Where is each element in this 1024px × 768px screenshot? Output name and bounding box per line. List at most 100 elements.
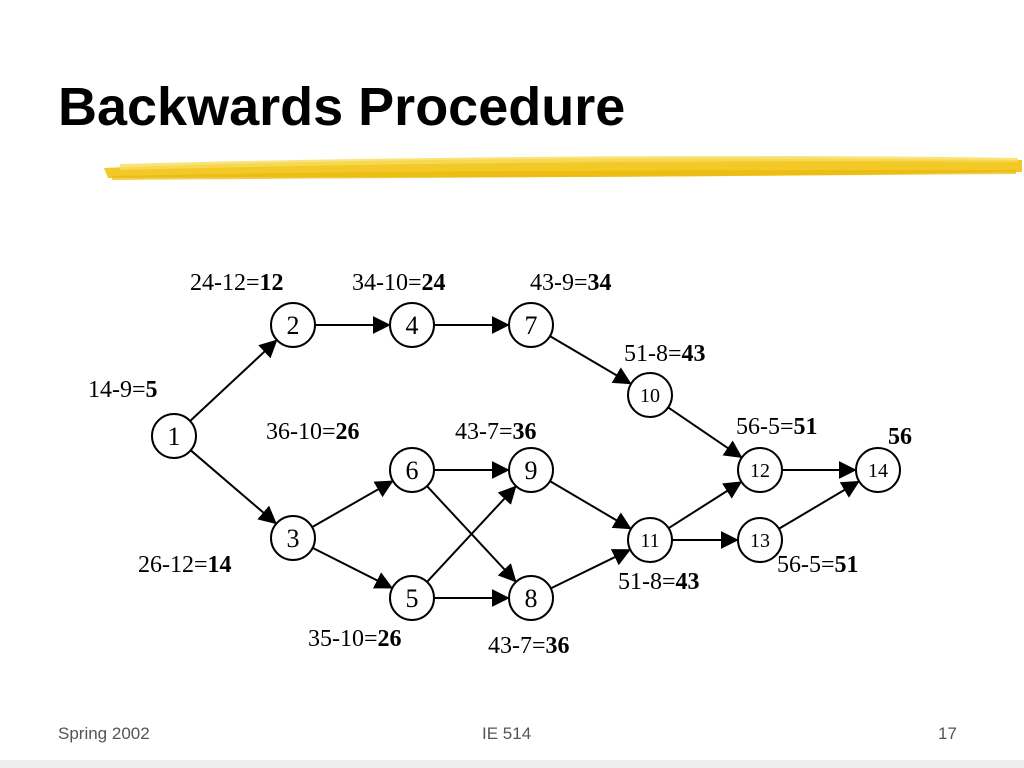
node-2: 2 (270, 302, 316, 348)
annotation-node-13: 56-5=51 (777, 552, 859, 578)
annotation-expr-2: 24-12= (190, 270, 260, 296)
annotation-expr-1: 14-9= (88, 377, 146, 403)
node-circle-14 (855, 447, 901, 493)
node-label-6: 6 (406, 456, 419, 485)
node-circle-7 (508, 302, 554, 348)
annotation-expr-3: 26-12= (138, 552, 208, 578)
node-label-10: 10 (640, 385, 660, 407)
footer-page-number: 17 (938, 724, 957, 743)
edge-3-6 (311, 480, 394, 528)
node-4: 4 (389, 302, 435, 348)
node-label-12: 12 (750, 460, 770, 482)
node-circle-5 (389, 575, 435, 621)
title-highlight-stroke (104, 156, 1022, 180)
node-circle-12 (737, 447, 783, 493)
node-label-2: 2 (287, 311, 300, 340)
node-10: 10 (627, 372, 673, 418)
node-11: 11 (627, 517, 673, 563)
node-label-3: 3 (287, 524, 300, 553)
annotation-result-9: 36 (513, 419, 537, 445)
node-circle-13 (737, 517, 783, 563)
annotation-result-1: 5 (146, 377, 158, 403)
node-9: 9 (508, 447, 554, 493)
annotation-node-11: 51-8=43 (618, 569, 700, 595)
node-label-1: 1 (168, 422, 181, 451)
annotation-node-3: 26-12=14 (138, 552, 232, 578)
node-label-5: 5 (406, 584, 419, 613)
node-12: 12 (737, 447, 783, 493)
node-1: 1 (151, 413, 197, 459)
annotation-result-11: 43 (676, 569, 700, 595)
node-circle-2 (270, 302, 316, 348)
node-3: 3 (270, 515, 316, 561)
node-label-8: 8 (525, 584, 538, 613)
annotation-result-2: 12 (260, 270, 284, 296)
footer-course: IE 514 (482, 724, 532, 743)
node-label-7: 7 (525, 311, 538, 340)
node-label-4: 4 (406, 311, 419, 340)
annotation-result-12: 51 (794, 414, 818, 440)
node-14: 14 (855, 447, 901, 493)
annotation-node-7: 43-9=34 (530, 270, 612, 296)
edge-10-12 (667, 406, 743, 459)
annotation-node-10: 51-8=43 (624, 341, 706, 367)
edge-1-2 (189, 339, 278, 422)
annotation-node-4: 34-10=24 (352, 270, 446, 296)
annotation-result-4: 24 (422, 270, 446, 296)
node-circle-6 (389, 447, 435, 493)
node-7: 7 (508, 302, 554, 348)
node-circle-8 (508, 575, 554, 621)
annotation-node-8: 43-7=36 (488, 633, 570, 659)
node-label-14: 14 (868, 460, 888, 482)
edge-8-11 (550, 549, 631, 590)
slide-title: Backwards Procedure (58, 77, 626, 137)
annotation-result-10: 43 (682, 341, 706, 367)
node-label-11: 11 (640, 530, 659, 552)
node-circle-11 (627, 517, 673, 563)
node-circle-10 (627, 372, 673, 418)
edge-3-5 (312, 547, 394, 589)
footer-date: Spring 2002 (58, 724, 150, 743)
annotation-expr-5: 35-10= (308, 626, 378, 652)
annotation-expr-9: 43-7= (455, 419, 513, 445)
node-circle-4 (389, 302, 435, 348)
node-circle-3 (270, 515, 316, 561)
node-circle-9 (508, 447, 554, 493)
annotation-node-5: 35-10=26 (308, 626, 402, 652)
annotation-expr-10: 51-8= (624, 341, 682, 367)
node-13: 13 (737, 517, 783, 563)
annotation-result-3: 14 (208, 552, 232, 578)
annotation-node-6: 36-10=26 (266, 419, 360, 445)
annotation-node-1: 14-9=5 (88, 377, 158, 403)
annotation-result-5: 26 (378, 626, 402, 652)
annotation-result-14: 56 (888, 424, 912, 450)
annotation-node-14: 56 (888, 424, 912, 450)
annotation-result-8: 36 (546, 633, 570, 659)
bottom-rule (0, 760, 1024, 768)
annotation-expr-12: 56-5= (736, 414, 794, 440)
annotation-expr-11: 51-8= (618, 569, 676, 595)
node-label-9: 9 (525, 456, 538, 485)
annotation-expr-4: 34-10= (352, 270, 422, 296)
annotation-result-13: 51 (835, 552, 859, 578)
annotation-expr-7: 43-9= (530, 270, 588, 296)
annotation-expr-13: 56-5= (777, 552, 835, 578)
edge-5-9 (426, 485, 517, 583)
node-5: 5 (389, 575, 435, 621)
edge-9-11 (549, 480, 632, 530)
edge-13-14 (778, 480, 860, 530)
annotation-expr-6: 36-10= (266, 419, 336, 445)
annotation-result-6: 26 (336, 419, 360, 445)
edge-7-10 (549, 335, 632, 385)
annotation-expr-8: 43-7= (488, 633, 546, 659)
edge-1-3 (190, 449, 277, 525)
edge-11-12 (668, 481, 743, 530)
node-label-13: 13 (750, 530, 770, 552)
annotation-node-2: 24-12=12 (190, 270, 284, 296)
node-6: 6 (389, 447, 435, 493)
annotation-node-12: 56-5=51 (736, 414, 818, 440)
annotation-node-9: 43-7=36 (455, 419, 537, 445)
node-circle-1 (151, 413, 197, 459)
